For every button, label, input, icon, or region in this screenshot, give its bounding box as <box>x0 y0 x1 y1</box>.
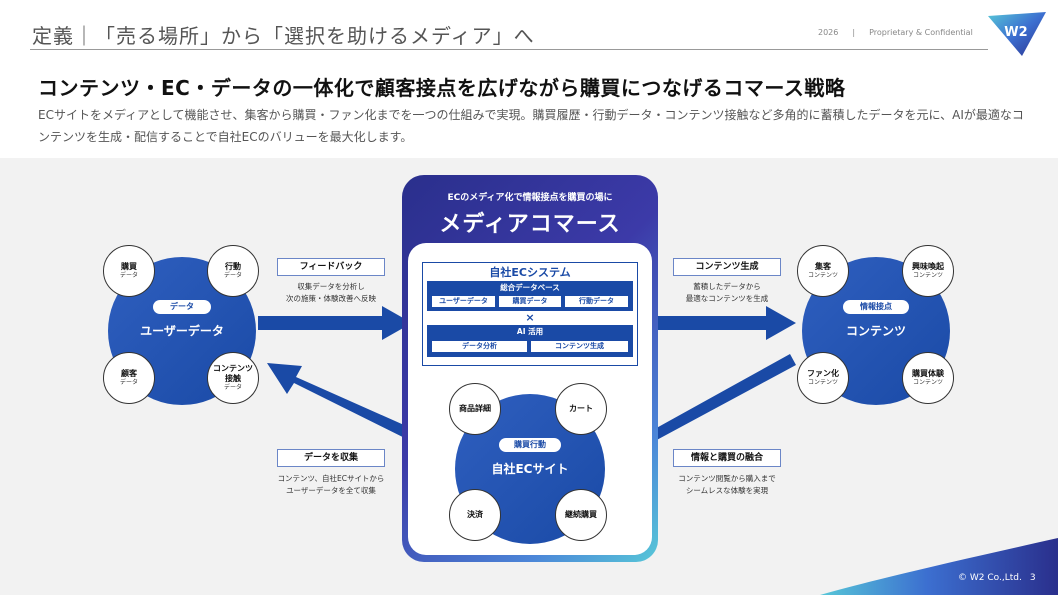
footer-wave <box>820 538 1058 595</box>
arrow-feedback <box>258 306 412 340</box>
header-separator: | <box>852 28 856 37</box>
db-item-purchase-data: 購買データ <box>499 296 561 307</box>
db-item-user-data: ユーザーデータ <box>432 296 495 307</box>
contents-pill: 情報接点 <box>843 300 909 314</box>
node-sub: コンテンツ <box>912 272 943 279</box>
headline: コンテンツ・EC・データの一体化で顧客接点を広げながら購買につなげるコマース戦略 <box>38 76 846 100</box>
header-year: 2026 <box>818 28 839 37</box>
db-item-behavior-data: 行動データ <box>565 296 628 307</box>
node-product-detail: 商品詳細 <box>449 383 501 435</box>
generate-desc-line: 最適なコンテンツを生成 <box>685 294 769 303</box>
page-number: 3 <box>1029 573 1036 583</box>
collect-label: データを収集 <box>277 449 385 467</box>
node-purchase-data: 購買 データ <box>103 245 155 297</box>
node-main: 集客 <box>815 262 831 271</box>
node-main: 行動 <box>225 262 241 271</box>
fusion-desc-line: コンテンツ閲覧から購入まで <box>678 474 776 483</box>
feedback-desc: 収集データを分析し 次の施策・体験改善へ反映 <box>265 281 397 305</box>
fusion-desc: コンテンツ閲覧から購入まで シームレスな体験を実現 <box>657 473 797 497</box>
fusion-label: 情報と購買の融合 <box>673 449 781 467</box>
node-customer-data: 顧客 データ <box>103 352 155 404</box>
footer-copyright: © W2 Co.,Ltd. <box>958 573 1022 583</box>
ec-site-pill: 購買行動 <box>499 438 561 452</box>
node-content-contact-data: コンテンツ 接触 データ <box>207 352 259 404</box>
cross-symbol: × <box>525 311 535 324</box>
user-data-pill: データ <box>153 300 211 314</box>
node-payment: 決済 <box>449 489 501 541</box>
node-interest-content: 興味喚起 コンテンツ <box>902 245 954 297</box>
generate-label: コンテンツ生成 <box>673 258 781 276</box>
footer: © W2 Co.,Ltd. 3 <box>958 573 1036 583</box>
node-main: 決済 <box>467 510 483 519</box>
node-main: カート <box>569 404 593 413</box>
ec-system-title: 自社ECシステム <box>489 266 571 279</box>
node-repeat-purchase: 継続購買 <box>555 489 607 541</box>
node-main: 顧客 <box>121 369 137 378</box>
logo-text: W2 <box>1004 25 1027 40</box>
node-cart: カート <box>555 383 607 435</box>
node-sub: コンテンツ <box>807 379 838 386</box>
node-main: 継続購買 <box>565 510 597 519</box>
node-main: 購買 <box>121 262 137 271</box>
header-confidential: Proprietary & Confidential <box>869 28 973 37</box>
node-sub: データ <box>119 379 138 386</box>
node-fan-content: ファン化 コンテンツ <box>797 352 849 404</box>
fusion-desc-line: シームレスな体験を実現 <box>685 486 769 495</box>
node-sub: データ <box>223 272 242 279</box>
feedback-desc-line: 収集データを分析し <box>297 282 365 291</box>
node-purchase-experience-content: 購買体験 コンテンツ <box>902 352 954 404</box>
generate-desc: 蓄積したデータから 最適なコンテンツを生成 <box>661 281 793 305</box>
header-meta: 2026 | Proprietary & Confidential <box>818 28 973 37</box>
integrated-database-title: 総合データベース <box>500 283 560 292</box>
feedback-desc-line: 次の施策・体験改善へ反映 <box>286 294 376 303</box>
media-tagline: ECのメディア化で情報接点を購買の場に <box>447 193 613 203</box>
node-main: ファン化 <box>807 369 839 378</box>
ai-utilization-title: AI 活用 <box>516 327 544 336</box>
node-sub: データ <box>119 272 138 279</box>
collect-desc: コンテンツ、自社ECサイトから ユーザーデータを全て収集 <box>261 473 401 497</box>
node-main: コンテンツ 接触 <box>213 364 253 383</box>
contents-title: コンテンツ <box>845 324 906 338</box>
media-title: メディアコマース <box>439 212 621 237</box>
feedback-label: フィードバック <box>277 258 385 276</box>
ec-site-title: 自社ECサイト <box>491 462 569 476</box>
ai-item-data-analysis: データ分析 <box>432 341 527 352</box>
node-sub: コンテンツ <box>807 272 838 279</box>
arrow-generate <box>640 306 796 340</box>
slide-section-title: 定義｜「売る場所」から「選択を助けるメディア」へ <box>32 24 535 48</box>
node-sub: コンテンツ <box>912 379 943 386</box>
collect-desc-line: ユーザーデータを全て収集 <box>286 486 376 495</box>
node-main: 購買体験 <box>912 369 944 378</box>
description: ECサイトをメディアとして機能させ、集客から購買・ファン化までを一つの仕組みで実… <box>38 108 1024 144</box>
node-sub: データ <box>223 384 242 391</box>
node-main: 商品詳細 <box>459 404 491 413</box>
node-main: 興味喚起 <box>912 262 944 271</box>
user-data-title: ユーザーデータ <box>140 324 224 338</box>
node-acquisition-content: 集客 コンテンツ <box>797 245 849 297</box>
node-behavior-data: 行動 データ <box>207 245 259 297</box>
generate-desc-line: 蓄積したデータから <box>693 282 761 291</box>
header-divider <box>30 49 988 50</box>
ai-item-content-generation: コンテンツ生成 <box>531 341 628 352</box>
collect-desc-line: コンテンツ、自社ECサイトから <box>277 474 385 483</box>
w2-logo: W2 <box>988 12 1046 56</box>
